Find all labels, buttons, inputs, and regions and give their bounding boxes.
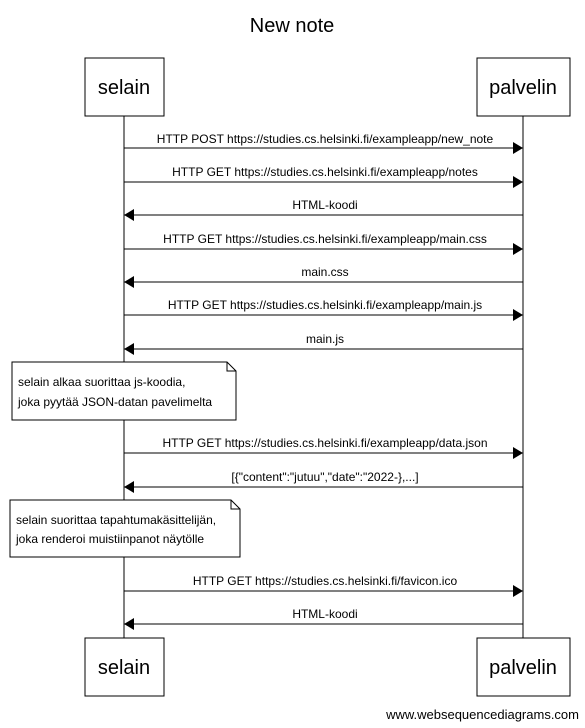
message-label: HTTP GET https://studies.cs.helsinki.fi/…	[172, 165, 478, 179]
message-label: [{"content":"jutuu","date":"2022-},...]	[231, 470, 418, 484]
note-2: selain suorittaa tapahtumakäsittelijän, …	[9, 499, 241, 558]
note-line: joka pyytää JSON-datan pavelimelta	[17, 395, 212, 409]
message-8: HTTP GET https://studies.cs.helsinki.fi/…	[124, 436, 523, 459]
message-label: HTTP GET https://studies.cs.helsinki.fi/…	[162, 436, 487, 450]
diagram-title: New note	[250, 15, 335, 37]
message-label: main.css	[301, 265, 348, 279]
actor-box-top-selain: selain	[84, 57, 165, 117]
message-10: HTTP GET https://studies.cs.helsinki.fi/…	[124, 574, 523, 597]
message-label: HTTP GET https://studies.cs.helsinki.fi/…	[163, 232, 487, 246]
note-line: joka renderoi muistiinpanot näytölle	[15, 532, 204, 546]
message-2: HTTP GET https://studies.cs.helsinki.fi/…	[124, 165, 523, 188]
message-label: HTML-koodi	[292, 607, 357, 621]
actor-label: palvelin	[489, 77, 557, 99]
actor-box-bottom-palvelin: palvelin	[476, 637, 571, 697]
message-label: HTTP GET https://studies.cs.helsinki.fi/…	[168, 298, 482, 312]
message-label: main.js	[306, 332, 344, 346]
message-label: HTML-koodi	[292, 198, 357, 212]
actor-label: selain	[98, 77, 150, 99]
message-label: HTTP POST https://studies.cs.helsinki.fi…	[157, 132, 494, 146]
actor-box-top-palvelin: palvelin	[476, 57, 571, 117]
message-5: main.css	[124, 265, 523, 288]
message-6: HTTP GET https://studies.cs.helsinki.fi/…	[124, 298, 523, 321]
note-line: selain alkaa suorittaa js-koodia,	[18, 375, 185, 389]
message-11: HTML-koodi	[124, 607, 523, 630]
message-1: HTTP POST https://studies.cs.helsinki.fi…	[124, 132, 523, 154]
note-1: selain alkaa suorittaa js-koodia, joka p…	[11, 361, 237, 421]
watermark-link[interactable]: www.websequencediagrams.com	[386, 707, 579, 722]
note-line: selain suorittaa tapahtumakäsittelijän,	[16, 513, 216, 527]
actor-label: selain	[98, 657, 150, 679]
message-3: HTML-koodi	[124, 198, 523, 221]
message-4: HTTP GET https://studies.cs.helsinki.fi/…	[124, 232, 523, 255]
actor-box-bottom-selain: selain	[84, 637, 165, 697]
message-7: main.js	[124, 332, 523, 355]
actor-label: palvelin	[489, 657, 557, 679]
message-9: [{"content":"jutuu","date":"2022-},...]	[124, 470, 523, 493]
message-label: HTTP GET https://studies.cs.helsinki.fi/…	[193, 574, 458, 588]
